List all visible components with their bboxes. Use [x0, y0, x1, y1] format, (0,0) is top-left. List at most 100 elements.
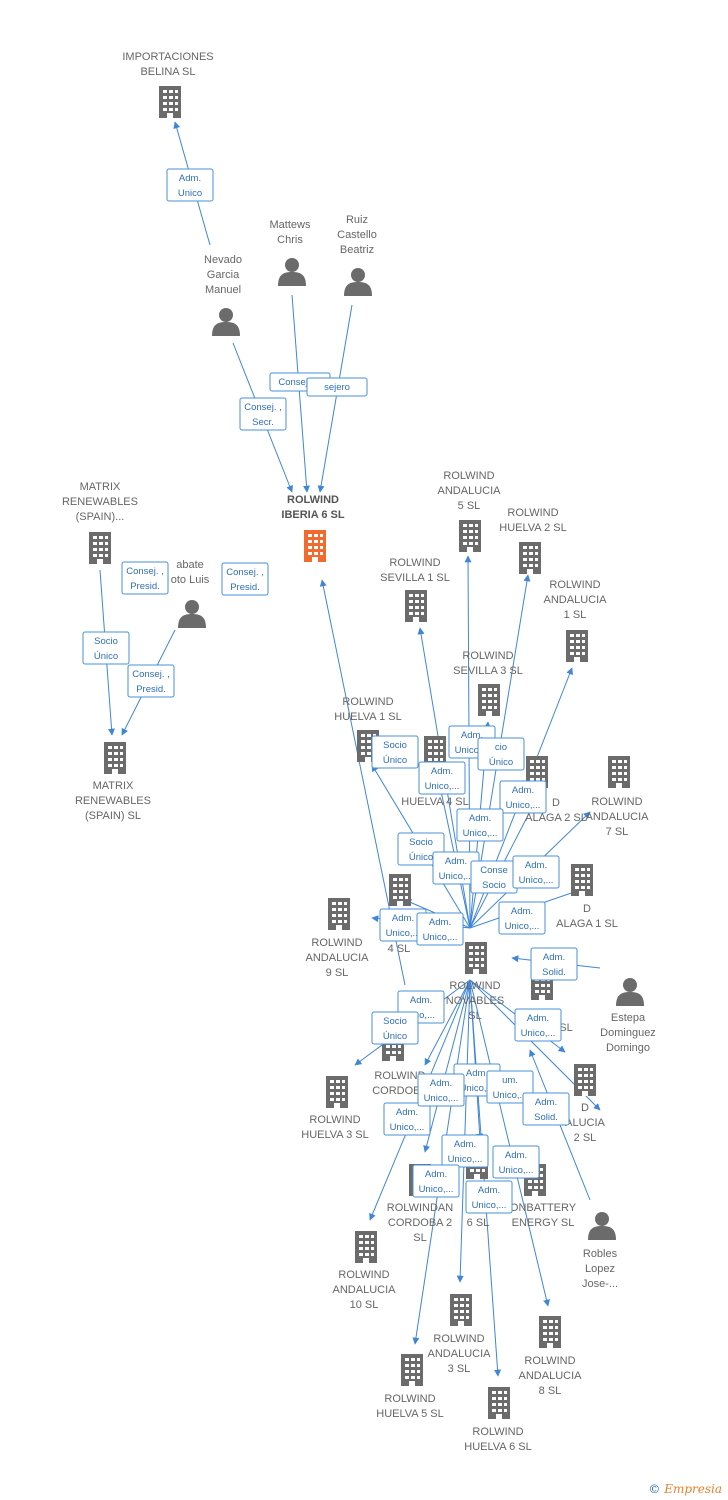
node-label[interactable]: 7 SL: [606, 826, 629, 838]
node-label[interactable]: ROLWIND: [433, 1333, 484, 1345]
relation-label-box[interactable]: [477, 737, 525, 771]
node-label[interactable]: (SPAIN)...: [76, 511, 125, 523]
node-label[interactable]: HUELVA 5 SL: [376, 1408, 443, 1420]
building-icon[interactable]: [328, 898, 350, 930]
node-label[interactable]: BELINA SL: [140, 66, 195, 78]
node-label[interactable]: 8 SL: [539, 1385, 562, 1397]
node-label[interactable]: ROLWIND: [549, 579, 600, 591]
relation-label-box[interactable]: [522, 1092, 570, 1126]
node-label[interactable]: 2 SL: [574, 1132, 597, 1144]
node-label[interactable]: Castello: [337, 229, 377, 241]
node-label[interactable]: CORDOBA: [372, 1085, 428, 1097]
node-label[interactable]: ROLWIND: [287, 494, 339, 506]
person-icon[interactable]: [178, 600, 206, 628]
relation-label-box[interactable]: [486, 1070, 534, 1104]
node-label[interactable]: HUELVA 6 SL: [464, 1441, 531, 1453]
building-icon[interactable]: [104, 742, 126, 774]
building-icon[interactable]: [478, 684, 500, 716]
person-icon[interactable]: [344, 268, 372, 296]
relation-label[interactable]: Adm.Unico,...: [456, 808, 504, 842]
relation-label-box[interactable]: [417, 1073, 465, 1107]
building-icon[interactable]: [326, 1076, 348, 1108]
node-label[interactable]: ROLWIND: [524, 1355, 575, 1367]
node-label[interactable]: ROLWIND: [389, 557, 440, 569]
node-label[interactable]: ROLWIND: [591, 796, 642, 808]
node-label[interactable]: HUELVA 1 SL: [334, 711, 401, 723]
node-label[interactable]: D: [552, 797, 560, 809]
node-label[interactable]: HUELVA 3 SL: [301, 1129, 368, 1141]
person-icon[interactable]: [212, 308, 240, 336]
relation-label[interactable]: Adm.Unico,...: [499, 780, 547, 814]
node-label[interactable]: D: [583, 903, 591, 915]
node-label[interactable]: SL: [413, 1232, 426, 1244]
node-label[interactable]: 6 SL: [467, 1217, 490, 1229]
building-icon[interactable]: [459, 520, 481, 552]
relation-label-box[interactable]: [371, 1011, 419, 1045]
node-label[interactable]: (SPAIN) SL: [85, 810, 141, 822]
relation-label-box[interactable]: [530, 947, 578, 981]
person-node[interactable]: RoblesLopezJose-...: [582, 1212, 618, 1290]
node-label[interactable]: ALAGA 1 SL: [556, 918, 618, 930]
node-label[interactable]: 9 SL: [326, 967, 349, 979]
building-icon[interactable]: [566, 630, 588, 662]
node-label[interactable]: Estepa: [611, 1012, 646, 1024]
relation-label-box[interactable]: [121, 561, 169, 595]
node-label[interactable]: Beatriz: [340, 244, 374, 256]
relation-label-box[interactable]: [412, 1164, 460, 1198]
node-label[interactable]: SL: [559, 1022, 572, 1034]
node-label[interactable]: ROLWIND: [462, 650, 513, 662]
building-icon[interactable]: [89, 532, 111, 564]
relation-label[interactable]: Adm.Unico,...: [465, 1180, 513, 1214]
node-label[interactable]: RENEWABLES: [75, 795, 151, 807]
relation-label[interactable]: Adm.Unico,...: [416, 912, 464, 946]
node-label[interactable]: ALAGA 2 SL: [525, 812, 587, 824]
node-label[interactable]: ANDALUCIA: [586, 811, 650, 823]
node-label[interactable]: 3 SL: [448, 1363, 471, 1375]
relation-label[interactable]: Adm.Unico,...: [383, 1102, 431, 1136]
node-label[interactable]: ROLWIND: [472, 1426, 523, 1438]
node-label[interactable]: HUELVA 4 SL: [401, 796, 468, 808]
relation-label[interactable]: Adm.Unico,...: [512, 855, 560, 889]
relation-label[interactable]: Adm.Solid.: [530, 947, 578, 981]
building-icon[interactable]: [571, 864, 593, 896]
relation-label-box[interactable]: [82, 631, 130, 665]
relation-label-box[interactable]: [306, 377, 368, 397]
node-label[interactable]: Garcia: [207, 269, 240, 281]
building-icon[interactable]: [405, 590, 427, 622]
node-label[interactable]: D: [581, 1102, 589, 1114]
node-label[interactable]: ANDALUCIA: [544, 594, 608, 606]
node-label[interactable]: NOVABLES: [446, 995, 505, 1007]
node-label[interactable]: ROLWINDAN: [387, 1202, 453, 1214]
relation-label-box[interactable]: [127, 664, 175, 698]
building-icon[interactable]: [539, 1316, 561, 1348]
node-label[interactable]: ROLWIND: [507, 507, 558, 519]
relation-label[interactable]: Adm.Unico,...: [412, 1164, 460, 1198]
relation-label-box[interactable]: [221, 562, 269, 596]
relation-label[interactable]: Consej. ,Presid.: [127, 664, 175, 698]
node-label[interactable]: ANDALUCIA: [333, 1284, 397, 1296]
node-label[interactable]: ROLWIND: [338, 1269, 389, 1281]
node-label[interactable]: ONBATTERY: [510, 1202, 577, 1214]
relation-label[interactable]: Adm.Unico,...: [432, 851, 480, 885]
company-node[interactable]: SL: [531, 968, 573, 1034]
node-label[interactable]: ROLWIND: [311, 937, 362, 949]
relation-label-box[interactable]: [383, 1102, 431, 1136]
node-label[interactable]: Robles: [583, 1248, 618, 1260]
company-node[interactable]: D ALAGA 1 SL: [556, 864, 618, 930]
node-label[interactable]: Lopez: [585, 1263, 615, 1275]
